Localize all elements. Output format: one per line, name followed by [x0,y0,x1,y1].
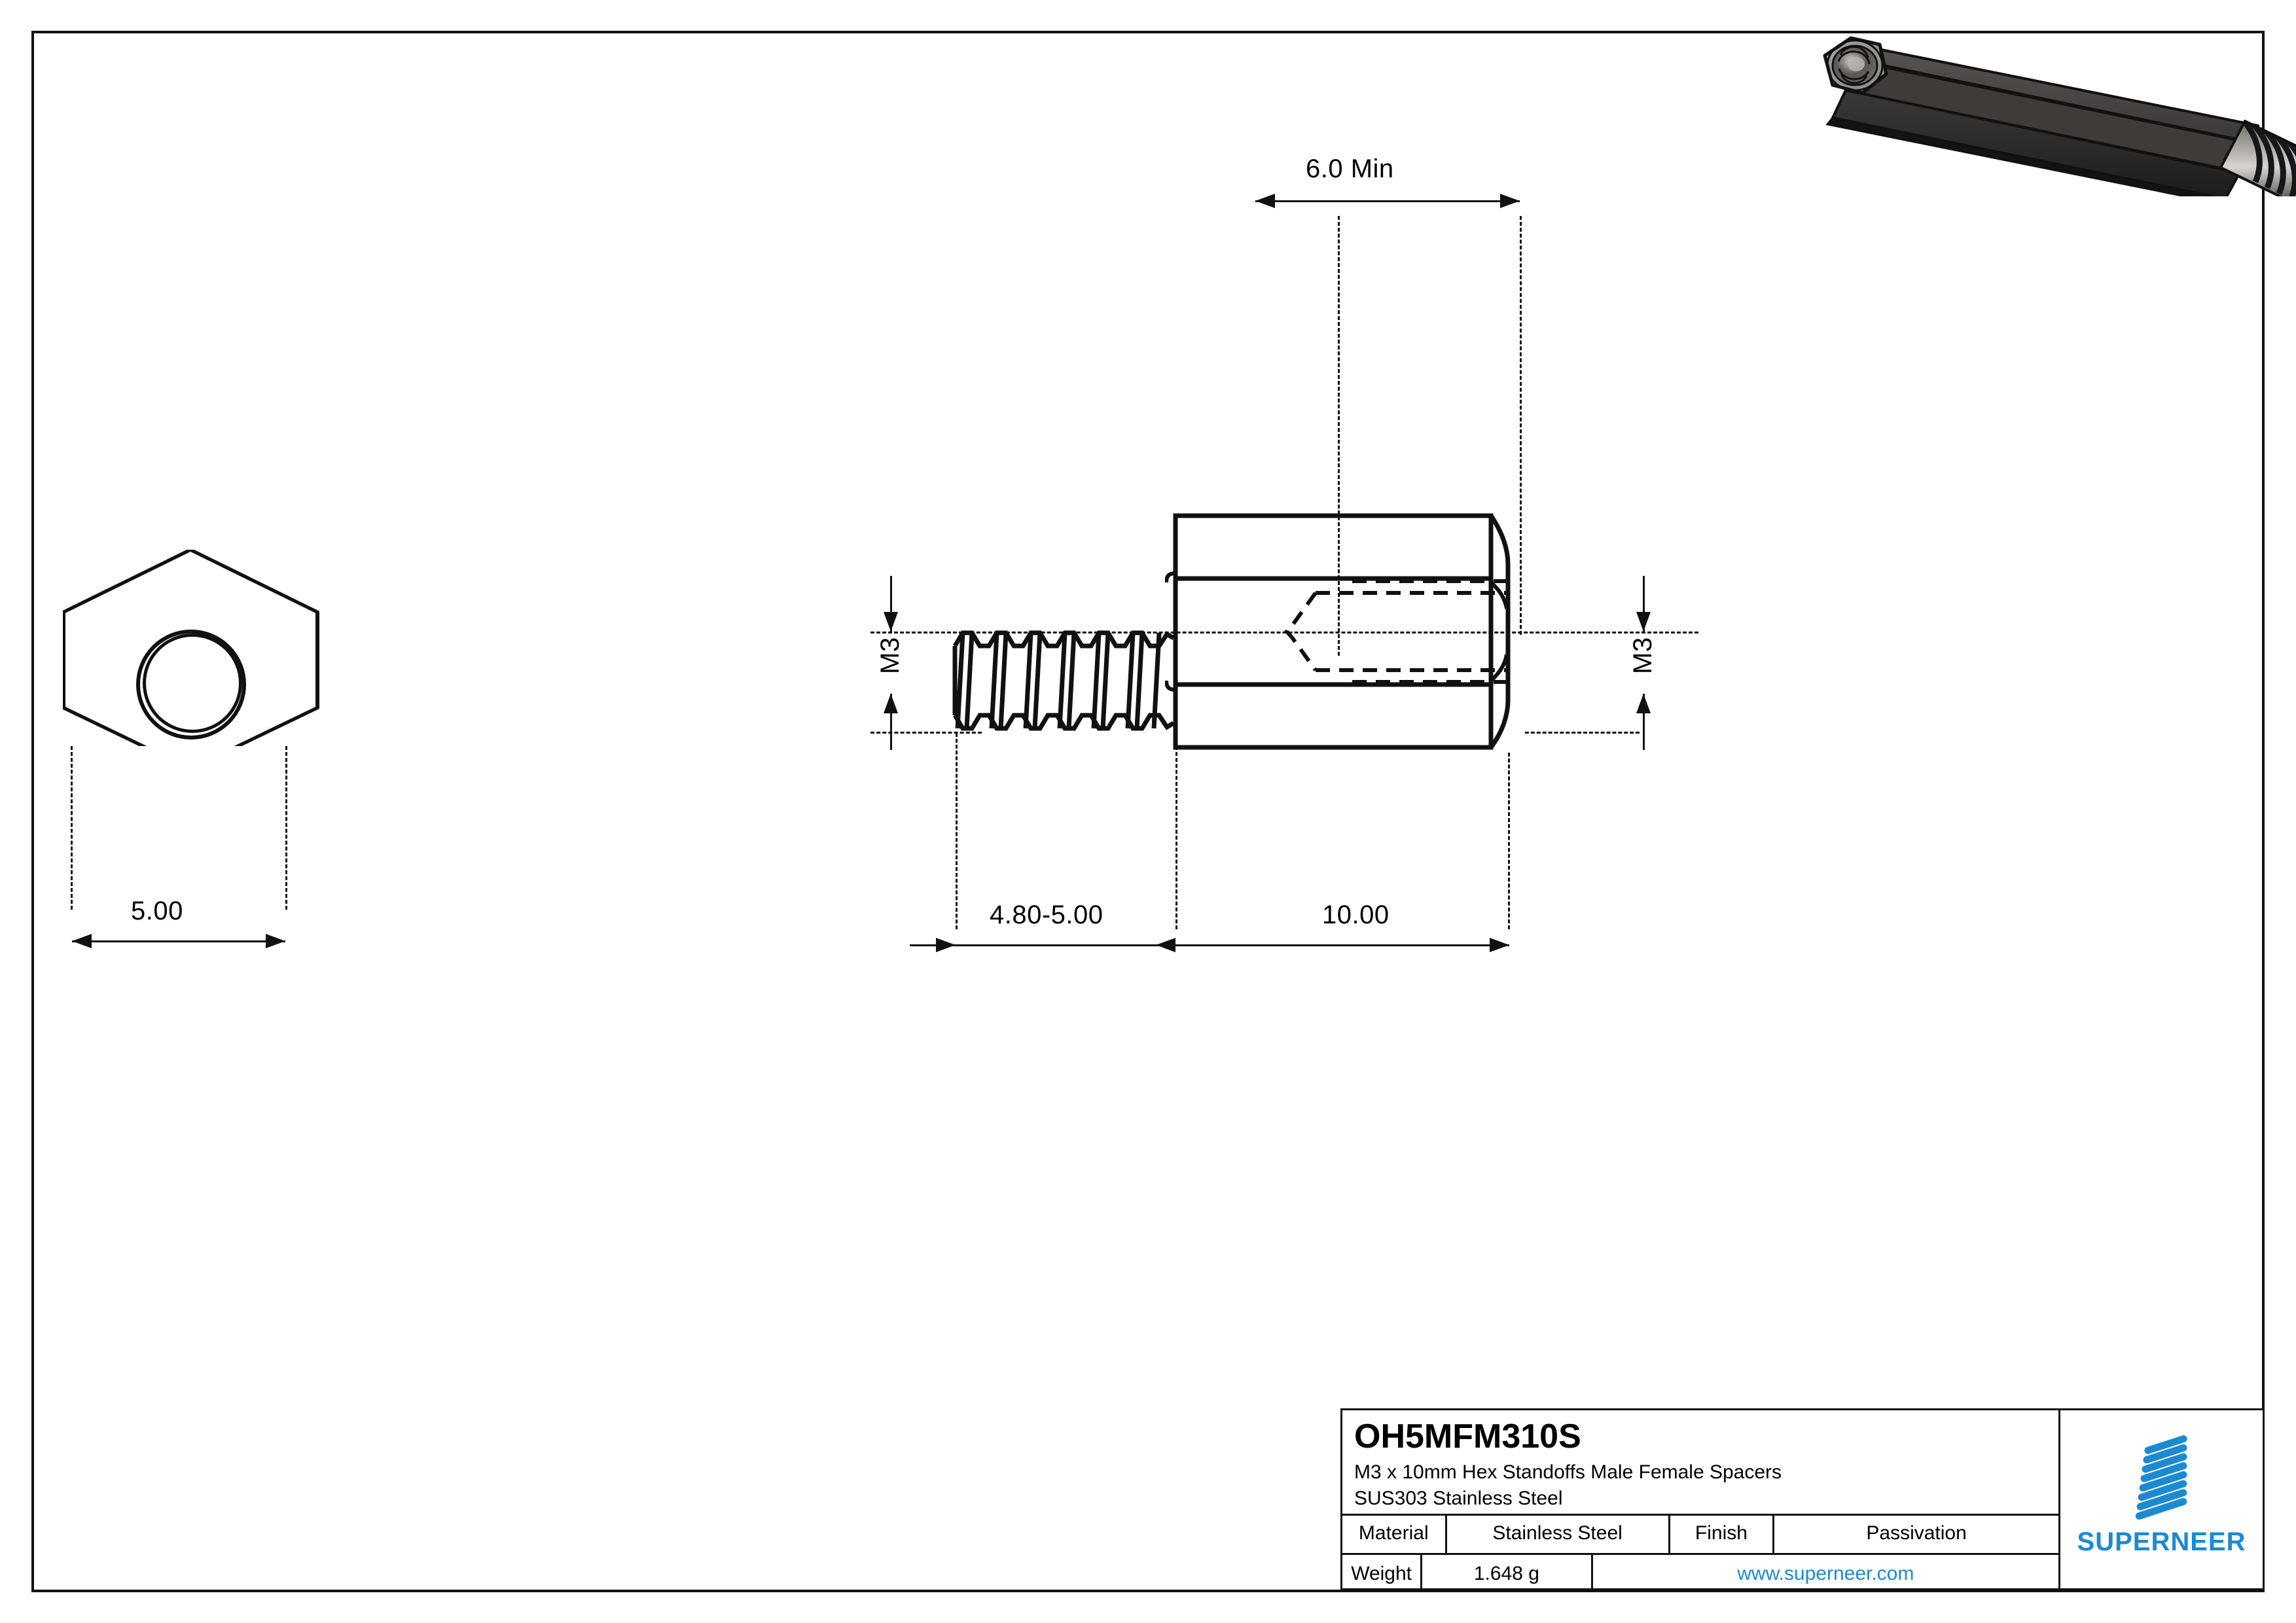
centerline [870,632,1698,633]
extension-line-female-end [1520,216,1522,635]
dimension-text-m3-female: M3 [1628,637,1657,674]
brand-name: SUPERNEER [2077,1527,2246,1556]
thread-minor-circle [143,633,242,733]
extension-line-shank-start [956,733,958,929]
dimension-text-hex-width: 5.00 [131,897,183,925]
dimension-line-hex-width [72,940,285,942]
superneer-logo-icon [2125,1434,2198,1522]
dimension-line-m3-female-lower [1643,694,1645,750]
arrowhead-down [884,612,898,632]
dimension-text-body: 10.00 [1322,901,1390,929]
arrowhead-right-inner [936,938,956,952]
finish-value: Passivation [1866,1522,1967,1544]
title-block-row-material: Material Stainless Steel Finish Passivat… [1342,1514,2058,1553]
internal-thread-hidden-lines [1283,579,1508,684]
weight-value: 1.648 g [1422,1555,1593,1592]
arrowhead-down [1636,612,1651,632]
render-internal-thread [1837,46,1871,84]
male-thread-profile [952,630,1175,731]
extension-line-thread-minor [870,732,982,734]
dimension-line-m3-female-upper [1643,576,1645,632]
material-label: Material [1342,1514,1447,1553]
description-line-2: SUS303 Stainless Steel [1354,1488,1563,1509]
render-male-thread [2219,120,2296,196]
dimension-text-female-depth: 6.0 Min [1306,154,1394,183]
title-block: OH5MFM310S M3 x 10mm Hex Standoffs Male … [1340,1408,2060,1592]
extension-line-shank-end [1175,746,1177,929]
extension-line-left [71,746,73,910]
dimension-line-shank [910,944,1178,946]
drawing-border [31,31,2265,1592]
website-link[interactable]: www.superneer.com [1737,1562,1914,1584]
arrowhead-up [1636,694,1651,713]
extension-line-female-start [1338,216,1340,656]
arrowhead-up [884,694,898,713]
dimension-text-shank: 4.80-5.00 [990,901,1103,929]
title-block-divider [1342,1514,2058,1516]
brand-logo-box: SUPERNEER [2060,1408,2265,1590]
thread-major-circle [136,630,246,740]
arrowhead-left-inner [1156,938,1175,952]
extension-line-right [285,746,287,910]
description-line-1: M3 x 10mm Hex Standoffs Male Female Spac… [1354,1461,1782,1483]
weight-label: Weight [1342,1555,1423,1592]
arrowhead-left [72,934,92,948]
dimension-line-m3-male-upper [890,576,892,632]
isometric-render [1823,36,2296,196]
extension-line-body-end [1508,753,1510,929]
material-value: Stainless Steel [1447,1514,1670,1553]
render-female-end-face [1823,36,1888,95]
dimension-line-body [1178,944,1509,946]
arrowhead-right-body [1490,938,1509,952]
render-hex-body [1825,46,2259,196]
extension-line-bore-minor [1525,732,1640,734]
dimension-line-female-depth [1255,200,1520,202]
dimension-line-m3-male-lower [890,694,892,750]
arrowhead-right [1500,194,1520,208]
arrowhead-right [266,934,285,948]
part-number: OH5MFM310S [1354,1418,1581,1455]
front-view-hexagon [63,550,338,831]
title-block-row-weight: Weight 1.648 g www.superneer.com [1342,1553,2058,1592]
arrowhead-left [1255,194,1275,208]
dimension-text-m3-male: M3 [876,637,905,674]
finish-label: Finish [1670,1514,1775,1553]
